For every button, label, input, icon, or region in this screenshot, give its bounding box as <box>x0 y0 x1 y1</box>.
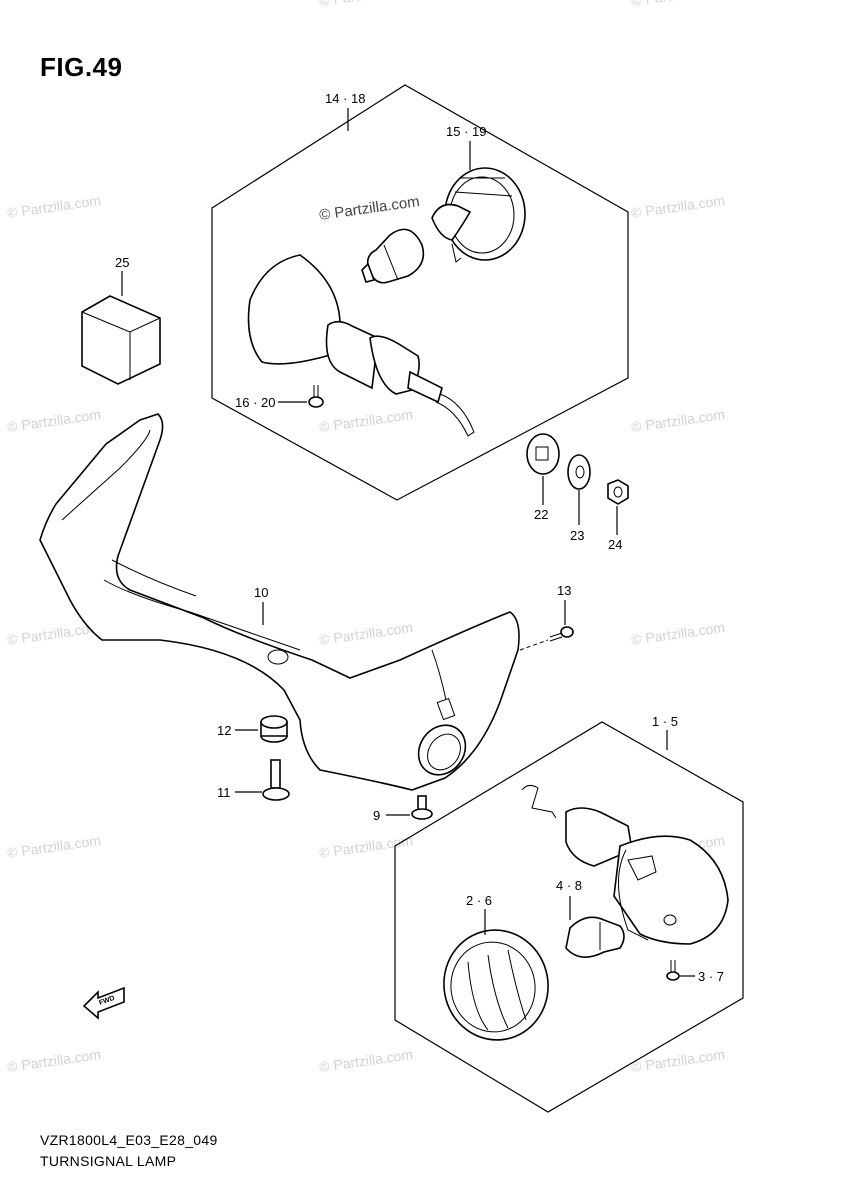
screw-9: 9 <box>373 795 433 823</box>
callout-2-6: 2 · 6 <box>466 893 492 908</box>
screw-3-7: 3 · 7 <box>666 960 724 984</box>
lamp-lens-rim <box>431 167 526 263</box>
callout-4-8: 4 · 8 <box>556 878 582 893</box>
watermark-13: © Partzilla.com <box>318 1046 414 1075</box>
diagram-name: TURNSIGNAL LAMP <box>40 1153 177 1169</box>
watermark-7: © Partzilla.com <box>318 619 414 648</box>
watermark-2: © Partzilla.com <box>630 192 726 221</box>
figure-title: FIG.49 <box>40 52 123 82</box>
watermark-center: © Partzilla.com <box>318 193 420 224</box>
callout-3-7: 3 · 7 <box>698 969 724 984</box>
washer-22 <box>526 433 560 475</box>
callout-11: 11 <box>217 785 231 800</box>
watermark-3: © Partzilla.com <box>6 406 102 435</box>
callout-16-20: 16 · 20 <box>235 395 275 410</box>
fwd-arrow-icon: FWD <box>82 986 125 1020</box>
screw-13: 13 <box>519 583 574 651</box>
callout-1-5: 1 · 5 <box>652 714 678 729</box>
watermark-9: © Partzilla.com <box>6 832 102 861</box>
bracket-10: 10 <box>39 413 520 791</box>
callout-9: 9 <box>373 808 380 823</box>
watermark-16: © Partzilla.com <box>630 0 726 9</box>
bulb-lower: 4 · 8 <box>556 878 625 958</box>
watermark-15: © Partzilla.com <box>318 0 414 9</box>
bulb-upper <box>361 228 425 284</box>
upper-assembly-box <box>211 84 629 501</box>
watermark-14: © Partzilla.com <box>630 1046 726 1075</box>
callout-25: 25 <box>115 255 129 270</box>
callout-12: 12 <box>217 723 231 738</box>
washer-23 <box>567 454 591 490</box>
watermark-1: © Partzilla.com <box>6 192 102 221</box>
lower-assembly-box <box>394 721 744 1113</box>
relay-25: 25 <box>81 255 161 385</box>
watermark-12: © Partzilla.com <box>6 1046 102 1075</box>
callout-14-18: 14 · 18 <box>325 91 365 106</box>
grommet-12: 12 <box>217 715 288 743</box>
hardware-22-24: 22 23 24 <box>526 433 629 552</box>
diagram-code: VZR1800L4_E03_E28_049 <box>40 1132 218 1148</box>
callout-13: 13 <box>557 583 571 598</box>
callout-15-19: 15 · 19 <box>446 124 486 139</box>
callout-24: 24 <box>608 537 622 552</box>
bolt-11: 11 <box>217 759 290 801</box>
lower-lamp-assembly: 1 · 5 2 · 6 4 · 8 3 · 7 <box>394 714 744 1113</box>
callout-22: 22 <box>534 507 548 522</box>
watermark-4: © Partzilla.com <box>318 406 414 435</box>
watermark-8: © Partzilla.com <box>630 619 726 648</box>
watermark-5: © Partzilla.com <box>630 406 726 435</box>
nut-24 <box>607 479 629 505</box>
lamp-lens-lower: 2 · 6 <box>443 893 549 1041</box>
callout-23: 23 <box>570 528 584 543</box>
lamp-shell-upper <box>247 254 475 437</box>
upper-lamp-assembly: 14 · 18 15 · 19 <box>211 84 629 501</box>
screw-16-20 <box>308 385 324 408</box>
callout-10: 10 <box>254 585 268 600</box>
watermark-10: © Partzilla.com <box>318 832 414 861</box>
